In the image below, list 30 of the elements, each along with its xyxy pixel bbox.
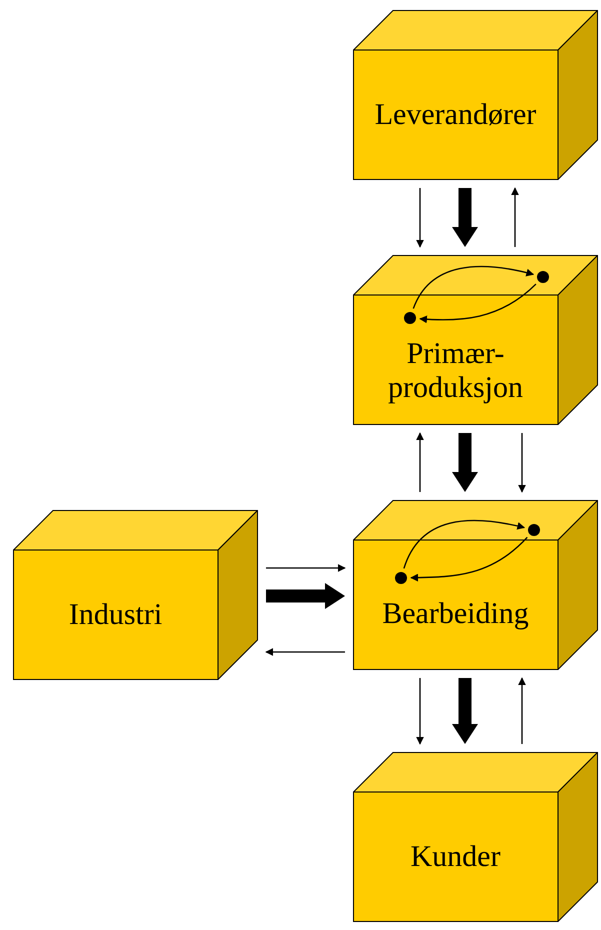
cube-box [353, 10, 598, 180]
arrow [419, 284, 536, 324]
arrow [416, 188, 424, 248]
cube-box [13, 510, 258, 680]
arrow [518, 433, 526, 493]
node-label: Primær- produksjon [387, 337, 524, 405]
arrow [410, 536, 528, 582]
cube-box [353, 500, 598, 670]
dot-marker [528, 524, 540, 536]
dot-marker [537, 271, 549, 283]
arrow [416, 678, 424, 745]
dot-marker [404, 312, 416, 324]
arrow [511, 187, 519, 247]
node-label: Leverandører [374, 98, 536, 132]
arrow [452, 188, 478, 247]
arrow [265, 648, 345, 656]
arrow [452, 433, 478, 492]
node-label: Kunder [410, 840, 500, 874]
node-label: Industri [68, 598, 162, 632]
cube-box [353, 255, 598, 425]
arrow [266, 564, 346, 572]
node-label: Bearbeiding [382, 597, 529, 631]
arrow [412, 266, 534, 309]
arrow [452, 678, 478, 744]
cube-box [353, 752, 598, 922]
dot-marker [395, 572, 407, 584]
arrow [403, 520, 526, 569]
arrow [416, 432, 424, 492]
arrow [266, 583, 345, 609]
arrow [518, 677, 526, 744]
